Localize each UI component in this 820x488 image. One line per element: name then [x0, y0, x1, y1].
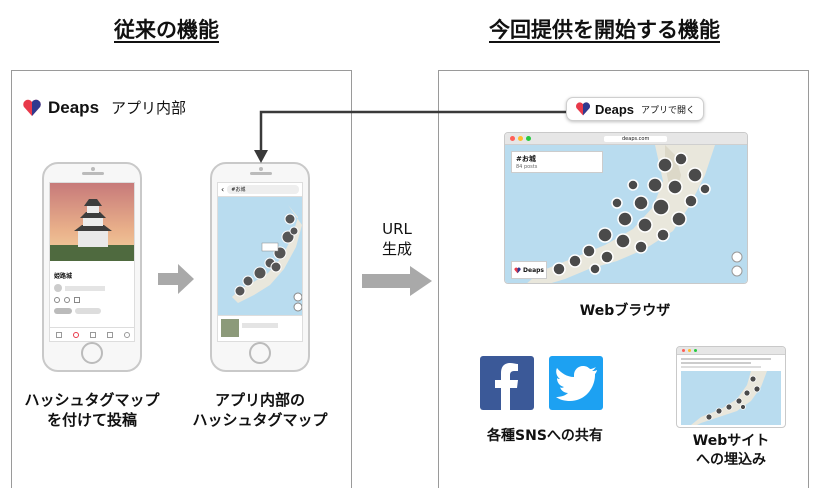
- map-search-bar[interactable]: ‹ #お城: [218, 183, 302, 197]
- zoom-dot[interactable]: [526, 136, 531, 141]
- embed-toolbar: [677, 347, 785, 355]
- embed-line: [681, 358, 771, 360]
- phone-home-button: [81, 342, 103, 364]
- left-brand-row: Deaps アプリ内部: [22, 97, 186, 118]
- hashtag-chips: [50, 306, 134, 316]
- url-label: URL: [382, 220, 412, 238]
- tab-search-icon[interactable]: [72, 331, 79, 338]
- embed-caption-line1: Webサイト: [692, 433, 770, 449]
- deaps-heart-icon: [576, 102, 590, 116]
- heading-right: 今回提供を開始する機能: [489, 18, 720, 42]
- hashtag-chip[interactable]: [75, 308, 101, 314]
- post-meta: [50, 282, 134, 294]
- open-button-label: アプリで開く: [641, 105, 696, 116]
- close-dot[interactable]: [510, 136, 515, 141]
- brand-name: Deaps: [48, 97, 100, 117]
- tab-bar: [50, 327, 134, 341]
- open-in-app-connector: [254, 110, 566, 163]
- tab-post-icon[interactable]: [89, 331, 96, 338]
- map-tag-card: #お城 84 posts: [511, 151, 603, 173]
- map-tag-count: 84 posts: [516, 164, 538, 170]
- browser-window: deaps.com #お城 84 posts Deaps: [504, 132, 748, 284]
- phone-post: 姫路城: [42, 162, 142, 372]
- embed-caption: Webサイト への埋込み: [676, 432, 786, 470]
- post-title: 姫路城: [54, 273, 73, 280]
- back-icon[interactable]: ‹: [221, 185, 225, 194]
- gray-arrow-left: [158, 264, 194, 294]
- embed-caption-line2: への埋込み: [696, 451, 766, 468]
- caption-map: アプリ内部の ハッシュタグマップ: [190, 390, 330, 431]
- avatar: [54, 284, 62, 292]
- phone-camera: [259, 167, 263, 171]
- open-button-brand: Deaps: [595, 101, 635, 117]
- deaps-heart-icon: [23, 99, 41, 116]
- embed-text-lines: [677, 355, 785, 371]
- post-screen: 姫路城: [49, 182, 135, 342]
- map-screen: ‹ #お城: [217, 182, 303, 342]
- post-actions: [50, 294, 134, 306]
- close-dot: [682, 349, 685, 352]
- comment-icon[interactable]: [64, 297, 70, 303]
- powered-by-badge[interactable]: Deaps: [511, 261, 547, 279]
- map-post-card[interactable]: [218, 315, 302, 341]
- open-in-app-button[interactable]: Deaps アプリで開く: [566, 97, 705, 121]
- sns-caption: 各種SNSへの共有: [487, 428, 603, 444]
- tab-home-icon[interactable]: [55, 331, 62, 338]
- meta-lines: [65, 285, 105, 291]
- zoom-in-icon[interactable]: [731, 251, 743, 263]
- card-thumb: [221, 319, 239, 337]
- brand-suffix: アプリ内部: [111, 99, 187, 117]
- caption-map-line2: ハッシュタグマップ: [192, 411, 328, 430]
- browser-url[interactable]: deaps.com: [604, 135, 668, 142]
- facebook-f-glyph: [495, 363, 518, 410]
- url-generation-label: URL 生成: [364, 219, 430, 260]
- zoom-dot: [694, 349, 697, 352]
- map-tag-title: #お城: [516, 155, 536, 163]
- share-icon[interactable]: [74, 297, 80, 303]
- hashtag-chip[interactable]: [54, 308, 72, 314]
- tab-notice-icon[interactable]: [107, 331, 114, 338]
- minimize-dot[interactable]: [518, 136, 523, 141]
- caption-post-line2: を付けて投稿: [46, 411, 137, 430]
- embed-map: [681, 371, 781, 425]
- zoom-out-icon[interactable]: [731, 265, 743, 277]
- caption-post-line1: ハッシュタグマップ: [24, 391, 160, 409]
- caption-map-line1: アプリ内部の: [214, 391, 305, 409]
- embed-line: [681, 362, 751, 364]
- twitter-bird-glyph: [556, 366, 597, 401]
- embed-line: [681, 366, 761, 368]
- twitter-icon[interactable]: [549, 356, 603, 410]
- heading-left: 従来の機能: [114, 18, 219, 42]
- like-icon[interactable]: [54, 297, 60, 303]
- phone-home-button: [249, 342, 271, 364]
- generate-label: 生成: [381, 240, 412, 259]
- map-search-text: #お城: [227, 185, 299, 194]
- facebook-icon[interactable]: [480, 356, 534, 410]
- phone-speaker: [82, 172, 104, 175]
- browser-caption: Webブラウザ: [579, 303, 671, 319]
- castle-photo: [50, 183, 134, 261]
- phone-camera: [91, 167, 95, 171]
- tab-profile-icon[interactable]: [124, 331, 131, 338]
- powered-by-text: Deaps: [523, 266, 544, 274]
- gray-arrow-middle: [362, 266, 432, 296]
- embed-website-thumbnail: [676, 346, 786, 428]
- card-lines: [242, 323, 278, 328]
- minimize-dot: [688, 349, 691, 352]
- phone-map-view: [218, 197, 302, 317]
- deaps-heart-icon: [514, 267, 521, 273]
- browser-toolbar: deaps.com: [505, 133, 747, 145]
- caption-post: ハッシュタグマップ を付けて投稿: [22, 390, 162, 431]
- phone-map: ‹ #お城: [210, 162, 310, 372]
- phone-speaker: [250, 172, 272, 175]
